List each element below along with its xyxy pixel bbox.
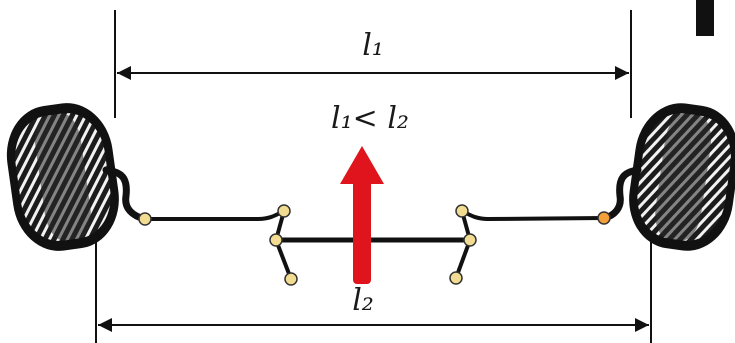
- left-idler-lower-arm: [274, 239, 293, 280]
- right-center-joint: [463, 233, 477, 247]
- left-center-joint: [269, 233, 283, 247]
- relation-label: l₁< l₂: [331, 101, 409, 136]
- corner-fragment: [696, 0, 714, 36]
- left-lower-joint: [284, 272, 298, 286]
- right-tie-rod: [461, 209, 605, 222]
- right-inner-joint: [455, 204, 469, 218]
- left-wheel-icon: [6, 103, 119, 251]
- forward-direction-arrow-icon: [340, 146, 384, 284]
- right-wheel-icon: [629, 103, 735, 251]
- left-outer-joint: [138, 212, 152, 226]
- left-inner-joint: [277, 204, 291, 218]
- right-steering-knuckle: [600, 166, 642, 222]
- bottom-dimension-label: l₂: [352, 283, 374, 318]
- top-dimension-label: l₁: [362, 28, 384, 63]
- left-tie-rod: [145, 209, 285, 221]
- right-outer-joint: [597, 211, 611, 225]
- right-lower-joint: [449, 271, 463, 285]
- left-steering-knuckle: [102, 166, 149, 223]
